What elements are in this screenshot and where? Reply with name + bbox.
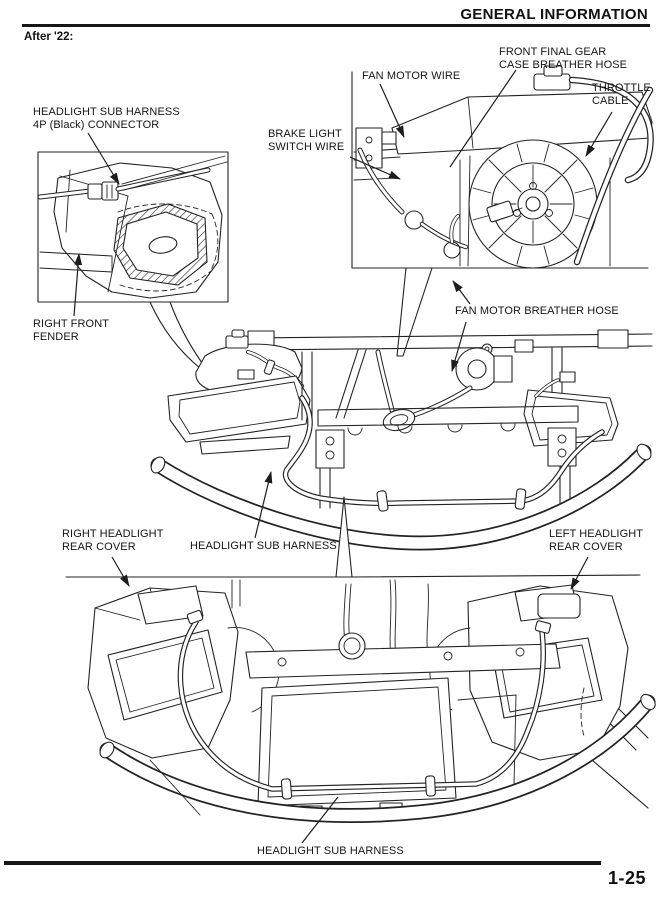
label-front-final-gear-case-breather-hose: FRONT FINAL GEAR CASE BREATHER HOSE	[499, 46, 628, 71]
label-throttle-cable: THROTTLE CABLE	[592, 82, 651, 107]
headlight-cover-diagram	[65, 574, 656, 824]
page-number: 1-25	[607, 868, 646, 888]
label-fan-motor-breather-hose: FAN MOTOR BREATHER HOSE	[455, 305, 619, 317]
label-right-headlight-rear-cover: RIGHT HEADLIGHT REAR COVER	[62, 528, 164, 553]
model-year-note: After '22:	[24, 31, 74, 43]
label-left-headlight-rear-cover: LEFT HEADLIGHT REAR COVER	[549, 528, 644, 553]
callout-arrows	[73, 69, 613, 844]
label-fan-motor-wire: FAN MOTOR WIRE	[362, 70, 461, 82]
label-right-front-fender: RIGHT FRONT FENDER	[33, 318, 110, 343]
footer-rule	[4, 861, 601, 865]
front-frame-diagram	[150, 329, 653, 578]
label-headlight-sub-harness-mid: HEADLIGHT SUB HARNESS	[190, 540, 337, 552]
label-headlight-sub-harness-bottom: HEADLIGHT SUB HARNESS	[257, 845, 404, 857]
label-brake-light-switch-wire: BRAKE LIGHT SWITCH WIRE	[268, 128, 345, 153]
page-title: GENERAL INFORMATION	[460, 6, 648, 23]
fan-area-inset-diagram	[351, 65, 654, 357]
fender-inset-diagram	[37, 151, 229, 370]
header-rule	[22, 24, 650, 27]
label-headlight-sub-harness-4p-connector: HEADLIGHT SUB HARNESS 4P (Black) CONNECT…	[33, 106, 180, 131]
